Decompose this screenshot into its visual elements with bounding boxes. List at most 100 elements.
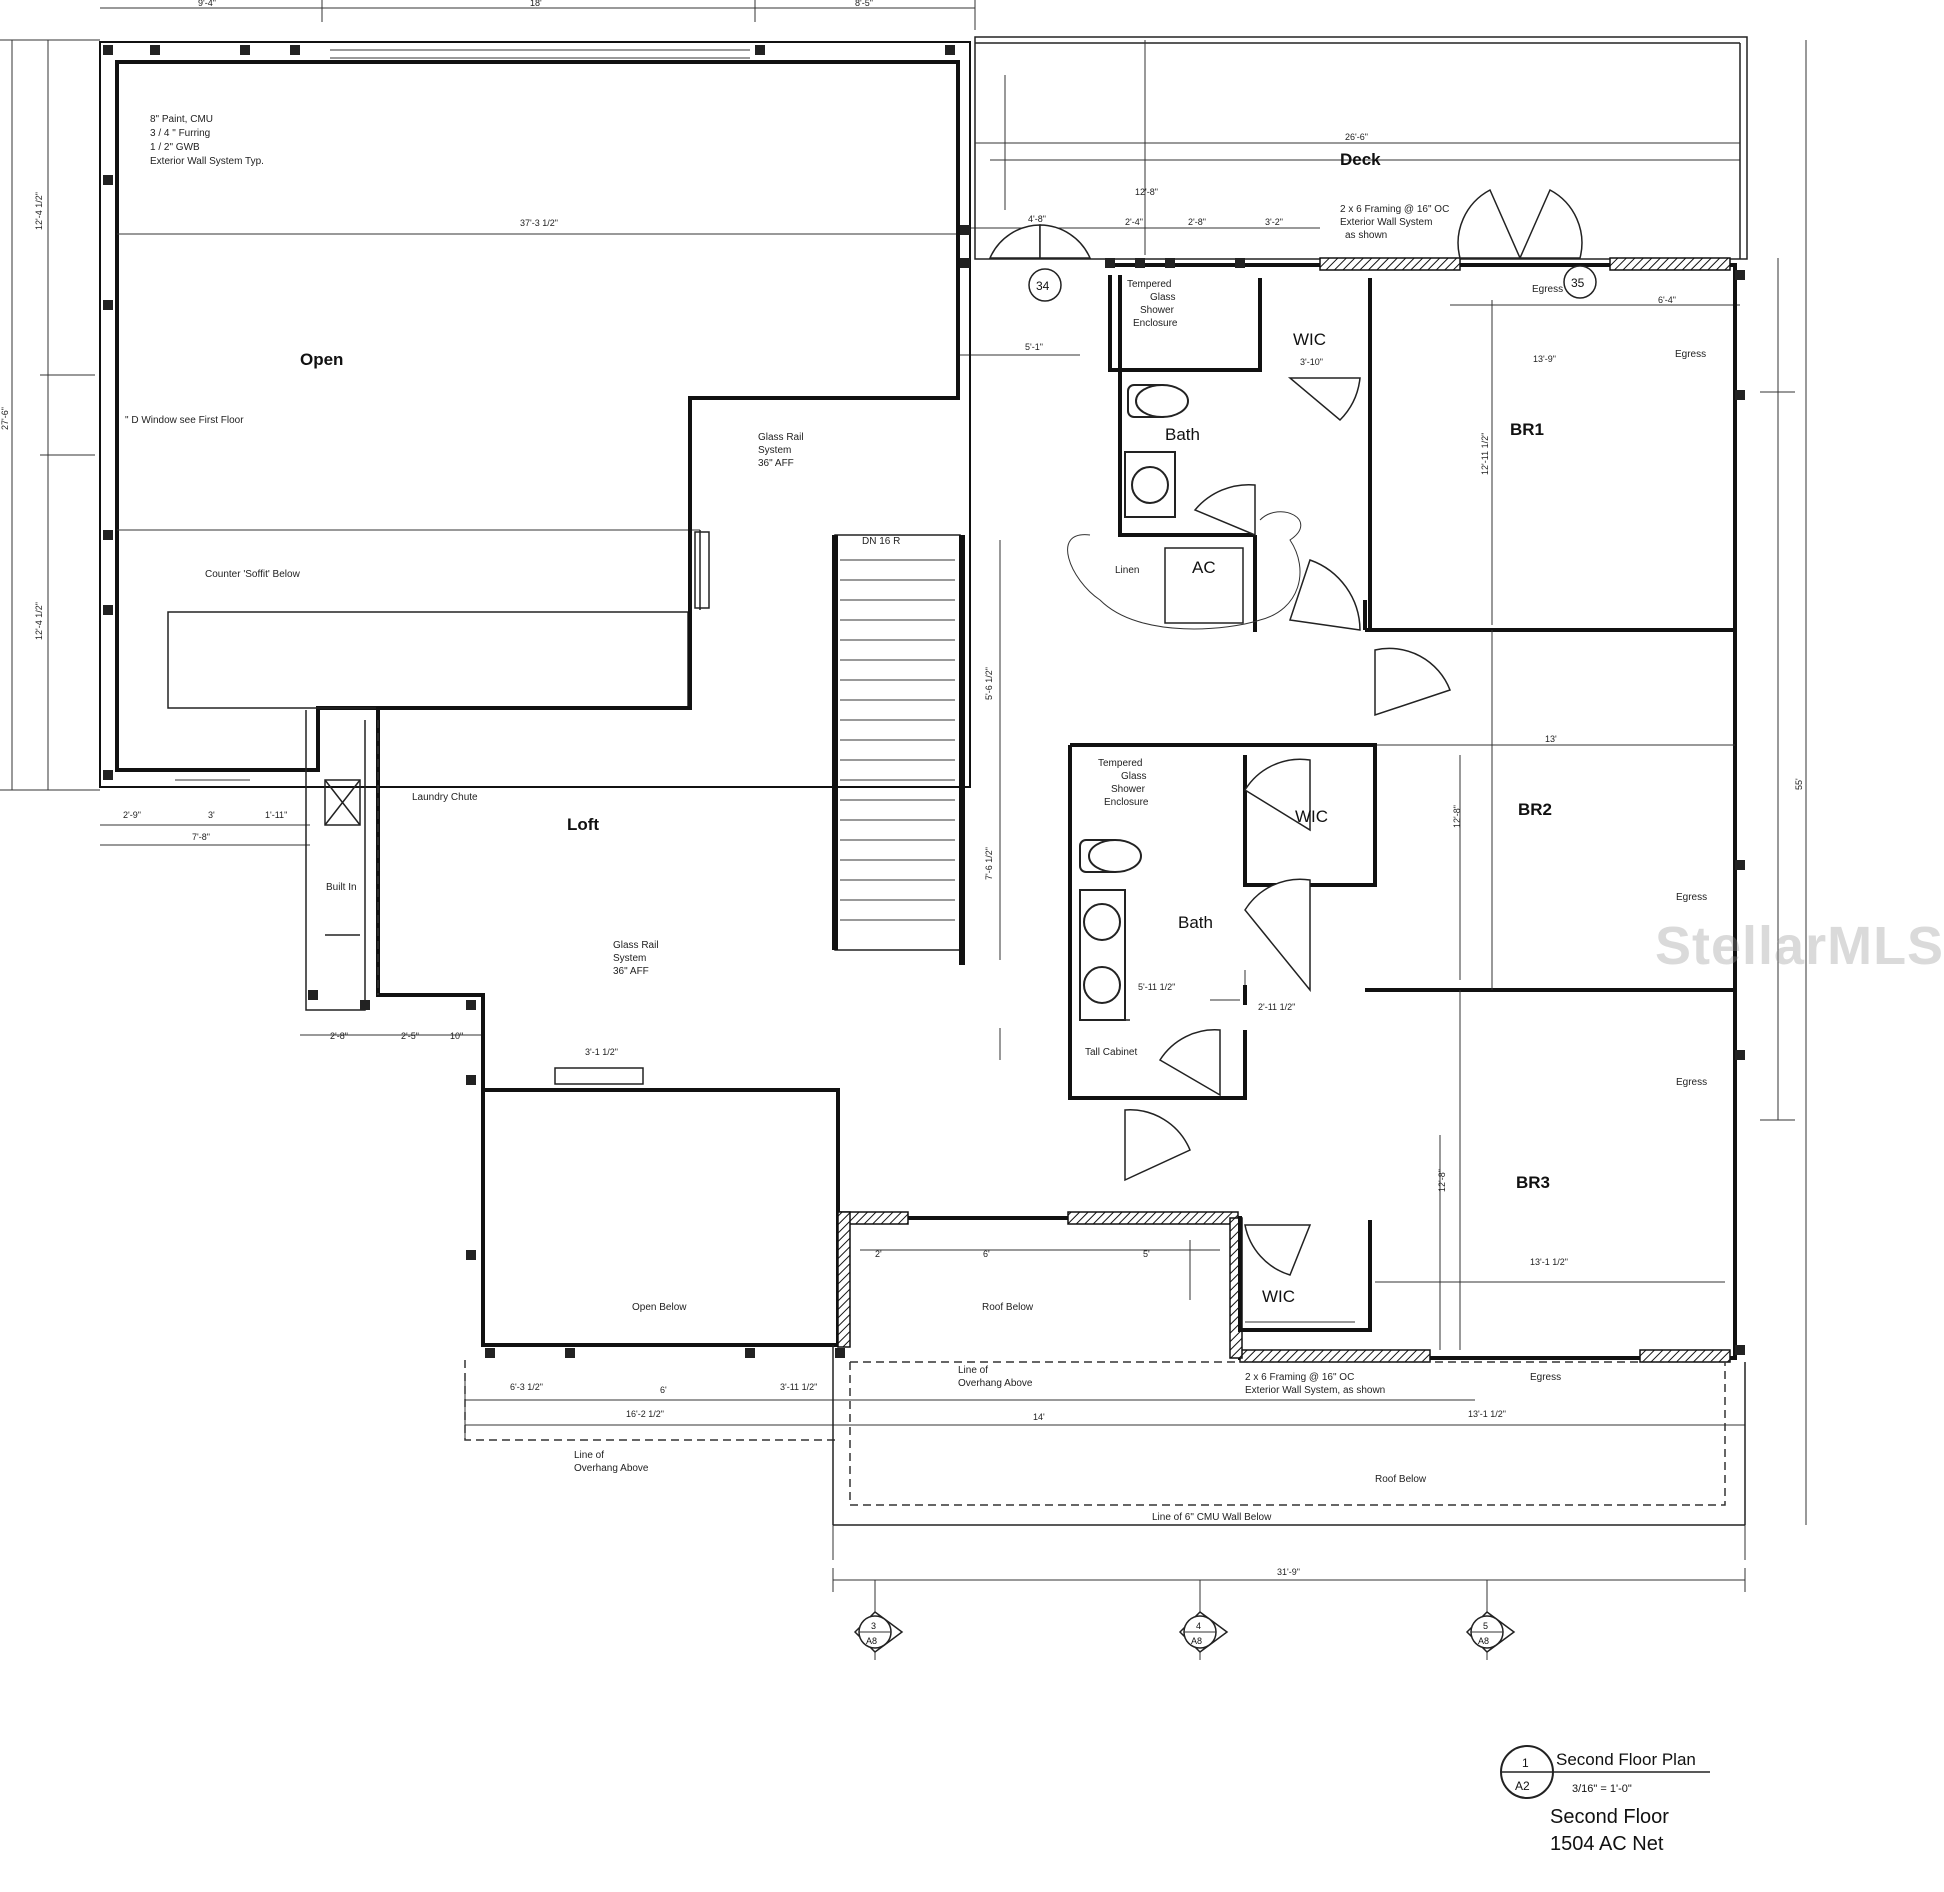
dim-bottom-3: 1'-11" xyxy=(265,810,287,820)
room-built-in: Built In xyxy=(326,882,357,893)
grid-4-number: 4 xyxy=(1196,1621,1201,1631)
grid-3-sheet: A8 xyxy=(866,1636,877,1646)
note-overhang-1a: Line of xyxy=(958,1365,988,1376)
note-shower-1a: Tempered xyxy=(1127,279,1171,290)
note-shower-1b: Glass xyxy=(1150,292,1176,303)
dim-top-2: 18' xyxy=(530,0,542,8)
note-counter-soffit: Counter 'Soffit' Below xyxy=(205,569,301,580)
column-markers xyxy=(103,45,1745,1358)
room-br3: BR3 xyxy=(1516,1173,1550,1192)
dim-bottom-6: 2'-5" xyxy=(401,1031,419,1041)
dim-br2-width: 13' xyxy=(1545,734,1557,744)
room-ac: AC xyxy=(1192,558,1216,577)
dim-right-total: 55' xyxy=(1794,778,1804,790)
note-glass-rail-1b: System xyxy=(758,445,791,456)
plan-notes: 8" Paint, CMU 3 / 4 " Furring 1 / 2" GWB… xyxy=(125,114,1707,1523)
note-wall-system-3: 1 / 2" GWB xyxy=(150,142,200,153)
grid-markers: 3 A8 4 A8 5 A8 xyxy=(853,1580,1516,1660)
note-framing-south-2: Exterior Wall System, as shown xyxy=(1245,1385,1385,1396)
note-overhang-2a: Line of xyxy=(574,1450,604,1461)
room-laundry-chute: Laundry Chute xyxy=(412,792,478,803)
note-shower-2a: Tempered xyxy=(1098,758,1142,769)
dim-bath2-width: 5'-11 1/2" xyxy=(1138,982,1175,992)
dim-deck-width: 26'-6" xyxy=(1345,132,1368,142)
dim-5-1: 5'-1" xyxy=(1025,342,1043,352)
note-glass-rail-2c: 36" AFF xyxy=(613,966,649,977)
note-window: " D Window see First Floor xyxy=(125,415,244,426)
note-glass-rail-1a: Glass Rail xyxy=(758,432,804,443)
grid-4-sheet: A8 xyxy=(1191,1636,1202,1646)
room-deck: Deck xyxy=(1340,150,1381,169)
note-egress-1: Egress xyxy=(1532,284,1563,295)
dim-deck-2: 2'-4" xyxy=(1125,217,1143,227)
overhang-lines xyxy=(464,1345,1746,1526)
note-cmu-line: Line of 6" CMU Wall Below xyxy=(1152,1512,1272,1523)
note-egress-4: Egress xyxy=(1676,1077,1707,1088)
dim-deck-4: 3'-2" xyxy=(1265,217,1283,227)
note-framing-deck-2: Exterior Wall System xyxy=(1340,217,1432,228)
grid-5-number: 5 xyxy=(1483,1621,1488,1631)
title-line-2: 1504 AC Net xyxy=(1550,1833,1664,1855)
note-overhang-1b: Overhang Above xyxy=(958,1378,1033,1389)
room-tall-cabinet: Tall Cabinet xyxy=(1085,1047,1137,1058)
dimension-texts: 9'-4" 18' 8'-5" 12'-4 1/2" 27'-6" 12'-4 … xyxy=(0,0,1804,1577)
dim-wic-width: 3'-10" xyxy=(1300,357,1323,367)
dim-bottom-1: 2'-9" xyxy=(123,810,141,820)
note-framing-deck-3: as shown xyxy=(1345,230,1387,241)
title-detail-number: 1 xyxy=(1522,1756,1529,1770)
room-linen: Linen xyxy=(1115,565,1139,576)
room-bath-2: Bath xyxy=(1178,913,1213,932)
room-wic-1: WIC xyxy=(1293,330,1326,349)
grid-3-number: 3 xyxy=(871,1621,876,1631)
dim-deck-1: 4'-8" xyxy=(1028,214,1046,224)
room-bath-1: Bath xyxy=(1165,425,1200,444)
dim-bot-c: 3'-11 1/2" xyxy=(780,1382,817,1392)
dim-br2-height: 12'-8" xyxy=(1452,805,1462,828)
fixtures xyxy=(1079,384,1189,1021)
tag-34: 34 xyxy=(1036,279,1050,293)
dim-deck-3: 2'-8" xyxy=(1188,217,1206,227)
room-roof-below-1: Roof Below xyxy=(982,1302,1034,1313)
dim-open-width: 37'-3 1/2" xyxy=(520,218,558,228)
room-roof-below-2: Roof Below xyxy=(1375,1474,1427,1485)
bedroom-wing xyxy=(837,257,1737,1363)
room-open-below: Open Below xyxy=(632,1302,687,1313)
note-shower-2b: Glass xyxy=(1121,771,1147,782)
dim-bottom-2: 3' xyxy=(208,810,215,820)
note-overhang-2b: Overhang Above xyxy=(574,1463,649,1474)
note-wall-system-1: 8" Paint, CMU xyxy=(150,114,213,125)
room-loft: Loft xyxy=(567,815,599,834)
room-labels: Open Loft Deck BR1 BR2 BR3 Bath Bath WIC… xyxy=(300,150,1552,1485)
dim-bot-d: 16'-2 1/2" xyxy=(626,1409,664,1419)
dim-br3-width: 13'-1 1/2" xyxy=(1530,1257,1568,1267)
dim-3-1: 3'-1 1/2" xyxy=(585,1047,618,1057)
title-block-graphic: 1 A2 Second Floor Plan 3/16" = 1'-0" Sec… xyxy=(1500,1745,1710,1855)
note-shower-1d: Enclosure xyxy=(1133,318,1178,329)
dim-stair-2: 7'-6 1/2" xyxy=(984,847,994,880)
note-wall-system-2: 3 / 4 " Furring xyxy=(150,128,210,139)
doors xyxy=(988,188,1583,1276)
title-plan-name: Second Floor Plan xyxy=(1556,1750,1696,1769)
note-shower-2c: Shower xyxy=(1111,784,1146,795)
dim-top-3: 8'-5" xyxy=(855,0,873,8)
dim-roof-1: 2' xyxy=(875,1249,882,1259)
dim-top-1: 9'-4" xyxy=(198,0,216,8)
note-shower-1c: Shower xyxy=(1140,305,1175,316)
dim-bot-total: 31'-9" xyxy=(1277,1567,1300,1577)
note-glass-rail-1c: 36" AFF xyxy=(758,458,794,469)
note-egress-5: Egress xyxy=(1530,1372,1561,1383)
title-scale: 3/16" = 1'-0" xyxy=(1572,1783,1632,1795)
dim-left-2: 27'-6" xyxy=(0,407,10,430)
dimension-lines xyxy=(0,0,1807,1592)
dim-roof-3: 5' xyxy=(1143,1249,1150,1259)
note-framing-south-1: 2 x 6 Framing @ 16" OC xyxy=(1245,1372,1354,1383)
detail-tags: 34 35 xyxy=(1028,265,1597,302)
room-br2: BR2 xyxy=(1518,800,1552,819)
tag-35: 35 xyxy=(1571,276,1585,290)
dim-bottom-5: 2'-8" xyxy=(330,1031,348,1041)
dim-egress-width: 6'-4" xyxy=(1658,295,1676,305)
dim-br1-width: 13'-9" xyxy=(1533,354,1556,364)
dim-left-1: 12'-4 1/2" xyxy=(34,192,44,230)
title-line-1: Second Floor xyxy=(1550,1806,1669,1828)
